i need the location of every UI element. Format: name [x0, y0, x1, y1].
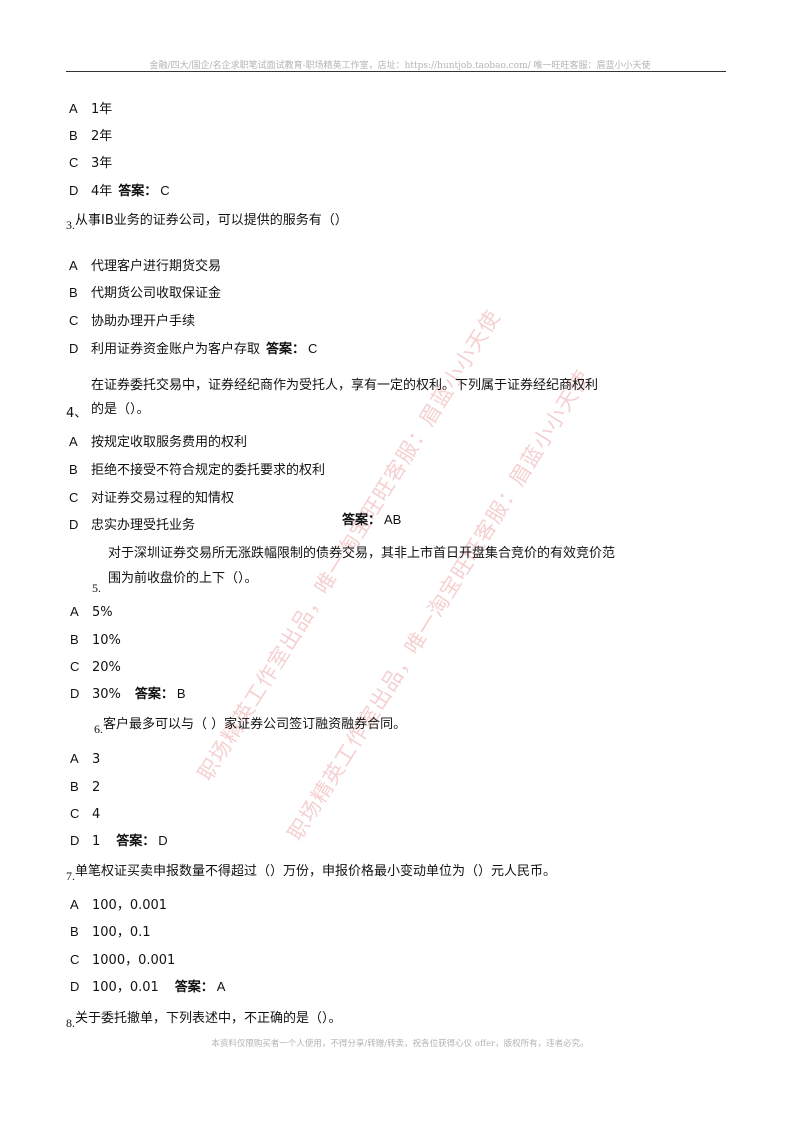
- question-4-line1: 在证券委托交易中，证券经纪商作为受托人，享有一定的权利。下列属于证券经纪商权利: [91, 378, 599, 393]
- answer-value: B: [176, 686, 186, 701]
- question-5-line1: 对于深圳证券交易所无涨跌幅限制的债券交易，其非上市首日开盘集合竞价的有效竞价范: [108, 546, 616, 561]
- answer-label: 答案：: [266, 342, 306, 357]
- answer-value: A: [216, 979, 226, 994]
- answer-label: 答案：: [134, 687, 174, 702]
- page-header: 金融/四大/国企/名企求职笔试面试教育-职场精英工作室，店址：https://h…: [149, 61, 651, 71]
- answer-label: 答案：: [118, 184, 158, 199]
- question-4-number: 4、: [66, 406, 88, 421]
- header-divider: [66, 71, 726, 72]
- answer-value: C: [160, 183, 170, 198]
- question-4-line2: 的是（）。: [91, 402, 150, 417]
- answer-label: 答案：: [342, 513, 382, 528]
- answer-value: D: [158, 833, 168, 848]
- question-3: 3.从事IB业务的证券公司，可以提供的服务有（）: [66, 213, 348, 232]
- question-5-line2: 围为前收盘价的上下（）。: [108, 571, 258, 586]
- answer-label: 答案：: [174, 980, 214, 995]
- question-6: 6.客户最多可以与（ ）家证券公司签订融资融券合同。: [94, 717, 407, 736]
- answer-value: AB: [384, 512, 402, 527]
- question-7: 7.单笔权证买卖申报数量不得超过（）万份，申报价格最小变动单位为（）元人民币。: [66, 864, 557, 883]
- answer: 答案：AB: [342, 512, 401, 529]
- watermark-text: 职场精英工作室出品，唯一淘宝旺旺客服：眉蓝小小天使: [283, 365, 596, 845]
- answer-value: C: [308, 341, 318, 356]
- watermark-text: 职场精英工作室出品，唯一淘宝旺旺客服：眉蓝小小天使: [193, 305, 506, 785]
- answer-label: 答案：: [116, 834, 156, 849]
- question-8: 8.关于委托撤单，下列表述中，不正确的是（）。: [66, 1011, 342, 1030]
- page-footer: 本资料仅限购买者一个人使用，不得分享/转赠/转卖，祝各位获得心仪 offer，版…: [211, 1039, 589, 1049]
- question-5-number: 5.: [92, 581, 101, 595]
